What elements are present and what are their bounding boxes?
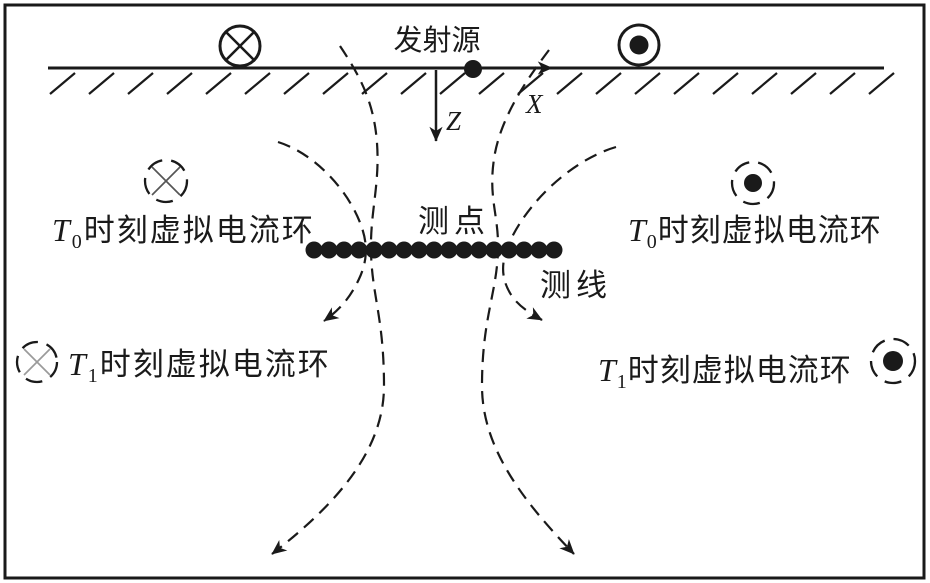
virtual-loop-t1-left-icon bbox=[15, 340, 59, 384]
hatch-stroke bbox=[49, 72, 76, 95]
t1-right-sub: 1 bbox=[617, 371, 628, 393]
survey-dot bbox=[485, 241, 503, 259]
transmitter-source-dot bbox=[464, 60, 482, 78]
survey-dot bbox=[395, 241, 413, 259]
current-into-page-icon bbox=[218, 24, 262, 68]
t0-left-label: T0时刻虚拟电流环 bbox=[52, 212, 315, 253]
t1-right-t: T bbox=[598, 352, 618, 388]
x-axis-label: X bbox=[525, 89, 544, 119]
transmitter-source: 发射源 bbox=[393, 24, 482, 78]
figure-border bbox=[3, 3, 926, 580]
t0-loops: T0时刻虚拟电流环 T0时刻虚拟电流环 bbox=[52, 158, 882, 253]
surface-current-symbols bbox=[218, 23, 661, 68]
hatch-stroke bbox=[166, 72, 193, 95]
t1-loops: T1时刻虚拟电流环 T1时刻虚拟电流环 bbox=[15, 337, 917, 393]
t0-left-t: T bbox=[52, 212, 72, 248]
hatch-stroke bbox=[283, 72, 310, 95]
survey-dot bbox=[365, 241, 383, 259]
survey-dot bbox=[470, 241, 488, 259]
measure-point-label: 测点 bbox=[418, 204, 490, 239]
field-line-right-long bbox=[480, 49, 575, 555]
hatch-stroke bbox=[361, 72, 388, 95]
survey-dot bbox=[500, 241, 518, 259]
axes: Z X bbox=[429, 61, 553, 142]
survey-dot bbox=[440, 241, 458, 259]
hatch-stroke bbox=[556, 72, 583, 95]
hatch-stroke bbox=[868, 72, 895, 95]
hatch-stroke bbox=[790, 72, 817, 95]
hatch-stroke bbox=[88, 72, 115, 95]
transmitter-source-label: 发射源 bbox=[393, 24, 480, 57]
hatch-stroke bbox=[205, 72, 232, 95]
t0-right-suffix: 时刻虚拟电流环 bbox=[658, 213, 882, 248]
hatch-stroke bbox=[322, 72, 349, 95]
z-axis-label: Z bbox=[446, 106, 462, 136]
ground-hatching bbox=[49, 72, 895, 95]
hatch-stroke bbox=[751, 72, 778, 95]
survey-dot bbox=[305, 241, 323, 259]
survey-line-group: 测点 测线 bbox=[305, 204, 612, 303]
hatch-stroke bbox=[829, 72, 856, 95]
current-out-of-page-icon bbox=[617, 23, 661, 67]
t0-right-t: T bbox=[628, 212, 648, 248]
hatch-stroke bbox=[400, 72, 427, 95]
survey-dot bbox=[350, 241, 368, 259]
hatch-stroke bbox=[595, 72, 622, 95]
field-line-left-long bbox=[271, 45, 386, 555]
t1-left-label: T1时刻虚拟电流环 bbox=[68, 346, 331, 387]
t0-right-label: T0时刻虚拟电流环 bbox=[628, 212, 882, 253]
t0-left-suffix: 时刻虚拟电流环 bbox=[84, 213, 315, 248]
survey-dot bbox=[425, 241, 443, 259]
hatch-stroke bbox=[127, 72, 154, 95]
survey-line-label: 测线 bbox=[540, 268, 612, 303]
t0-right-sub: 0 bbox=[647, 231, 658, 253]
survey-dot bbox=[320, 241, 338, 259]
t1-right-suffix: 时刻虚拟电流环 bbox=[628, 353, 852, 388]
hatch-stroke bbox=[439, 72, 466, 95]
hatch-stroke bbox=[478, 72, 505, 95]
field-line-left-arc bbox=[277, 140, 367, 322]
survey-dots bbox=[305, 241, 563, 259]
survey-dot bbox=[515, 241, 533, 259]
hatch-stroke bbox=[244, 72, 271, 95]
hatch-stroke bbox=[634, 72, 661, 95]
t1-left-sub: 1 bbox=[88, 365, 100, 387]
survey-dot bbox=[455, 241, 473, 259]
t1-left-suffix: 时刻虚拟电流环 bbox=[100, 347, 331, 382]
virtual-loop-t0-left-icon bbox=[143, 158, 189, 204]
hatch-stroke bbox=[712, 72, 739, 95]
t0-left-sub: 0 bbox=[72, 231, 84, 253]
hatch-stroke bbox=[673, 72, 700, 95]
t1-right-label: T1时刻虚拟电流环 bbox=[598, 352, 852, 393]
survey-dot bbox=[410, 241, 428, 259]
virtual-loop-t0-right-icon bbox=[730, 160, 776, 206]
survey-dot bbox=[545, 241, 563, 259]
virtual-loop-t1-right-icon bbox=[869, 337, 917, 385]
survey-dot bbox=[380, 241, 398, 259]
t1-left-t: T bbox=[68, 346, 88, 382]
survey-dot bbox=[530, 241, 548, 259]
survey-dot bbox=[335, 241, 353, 259]
